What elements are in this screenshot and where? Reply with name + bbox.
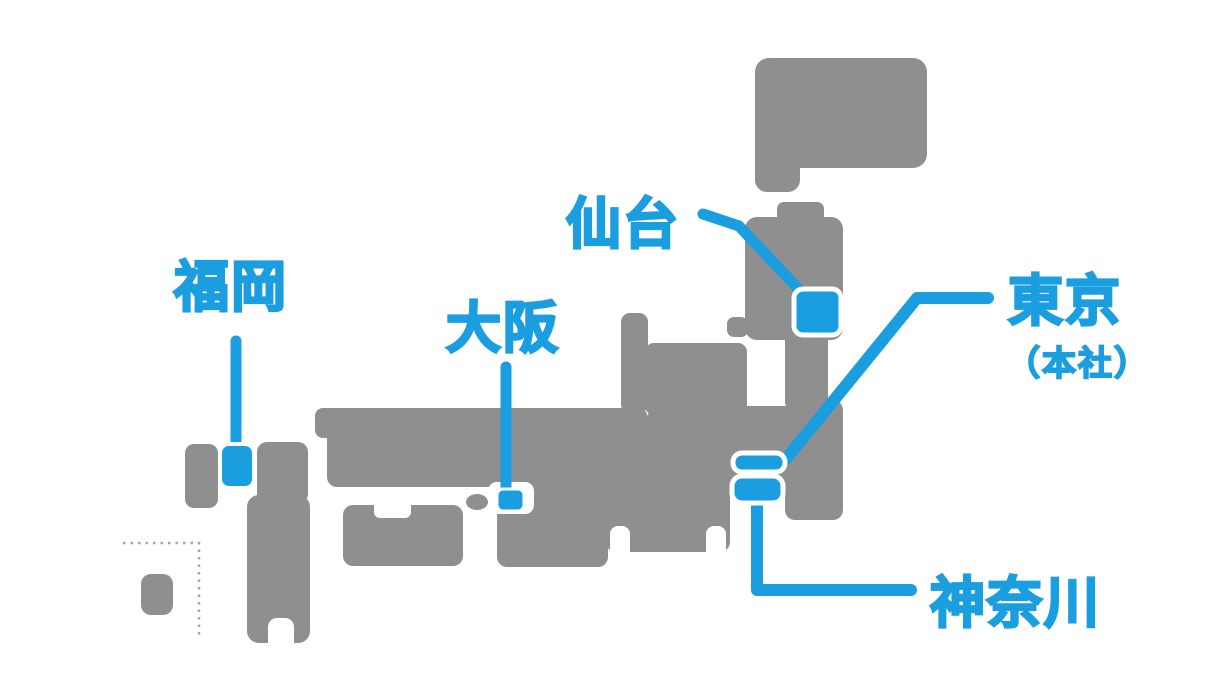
ise-bay-notch (610, 526, 630, 568)
island-group (123, 317, 748, 638)
awaji-island (466, 494, 488, 510)
tokyo-connector-line (780, 292, 994, 465)
sendai-label: 仙台 (566, 193, 680, 255)
region-kyushu-north (257, 442, 308, 504)
region-chugoku (327, 408, 648, 487)
osaka-label: 大阪 (446, 297, 560, 359)
kanagawa-marker (729, 473, 786, 506)
sado-island (727, 317, 748, 337)
region-shikoku (343, 505, 463, 566)
region-noto-peninsula (621, 313, 648, 413)
marker-group (218, 286, 844, 513)
osaka-marker (495, 487, 526, 513)
region-chubu (645, 343, 747, 415)
kanagawa-connector-line (751, 489, 917, 596)
kanagawa-label: 神奈川 (930, 572, 1101, 634)
fukuoka-label: 福岡 (173, 256, 288, 318)
sendai-connector-line (697, 208, 813, 304)
okinawa-inset-frame (123, 541, 201, 638)
sendai-marker (791, 286, 844, 338)
suruga-bay-notch (706, 526, 726, 568)
region-kyushu (247, 495, 310, 643)
fukuoka-marker (218, 442, 256, 490)
tokyo-marker (730, 450, 788, 475)
region-kii-peninsula (497, 505, 608, 567)
label-group: 仙台 福岡 大阪 東京 （本社） 神奈川 (172, 192, 1150, 636)
region-kyushu-west (185, 444, 218, 508)
shikoku-bay-notch (374, 498, 411, 518)
okinawa-island (141, 574, 173, 615)
kagoshima-bay-notch (268, 618, 294, 660)
region-hokkaido-foot (755, 120, 800, 192)
tokyo-label: 東京 (1008, 270, 1122, 332)
tokyo-sublabel: （本社） (1006, 344, 1150, 383)
region-tohoku-neck (785, 330, 828, 410)
